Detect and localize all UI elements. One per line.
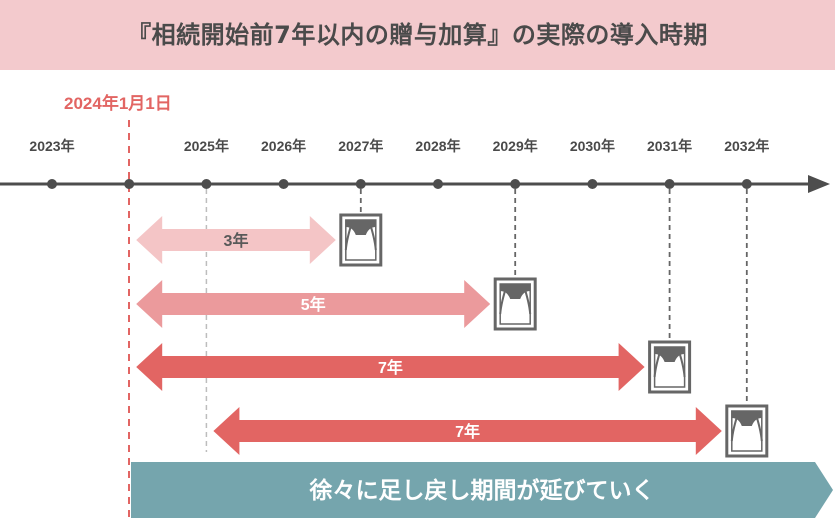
year-label: 2032年 <box>724 138 769 154</box>
period-arrow <box>213 407 722 455</box>
start-date-label: 2024年1月1日 <box>64 93 172 113</box>
period-arrow-label: 3年 <box>224 231 249 250</box>
year-label: 2028年 <box>415 138 460 154</box>
death-frame-icon <box>725 404 769 458</box>
period-arrow <box>136 280 491 328</box>
death-frame-icon <box>648 340 692 394</box>
timeline-dot-2024 <box>124 179 135 189</box>
page-title: 『相続開始前7年以内の贈与加算』の実際の導入時期 <box>127 21 708 49</box>
timeline-dot-2032 <box>741 179 752 189</box>
timeline-dot-2027 <box>355 179 366 189</box>
year-label: 2031年 <box>647 138 692 154</box>
year-label: 2026年 <box>261 138 306 154</box>
timeline-dot-2028 <box>433 179 443 189</box>
timeline-dot-2030 <box>587 179 598 189</box>
timeline-dot-2029 <box>510 179 521 189</box>
timeline-dot-2031 <box>664 179 675 189</box>
year-label: 2025年 <box>184 138 229 154</box>
timeline-dot-2023 <box>47 179 57 189</box>
year-label: 2029年 <box>493 138 538 154</box>
timeline-dot-2025 <box>201 179 212 189</box>
title-band <box>0 0 835 70</box>
year-label: 2030年 <box>570 138 615 154</box>
period-arrow-label: 7年 <box>455 422 480 441</box>
period-arrow <box>136 343 645 391</box>
timeline-dot-2026 <box>278 179 289 189</box>
period-arrow <box>136 216 336 264</box>
death-frame-icon <box>339 213 383 267</box>
extension-banner-text: 徐々に足し戻し期間が延びていく <box>309 477 655 503</box>
death-frame-icon <box>493 277 537 331</box>
timeline-arrowhead <box>808 175 830 193</box>
year-label: 2023年 <box>29 138 74 154</box>
period-arrow-label: 7年 <box>378 358 403 377</box>
year-label: 2027年 <box>338 138 383 154</box>
extension-banner <box>131 462 833 518</box>
period-arrow-label: 5年 <box>301 295 326 314</box>
